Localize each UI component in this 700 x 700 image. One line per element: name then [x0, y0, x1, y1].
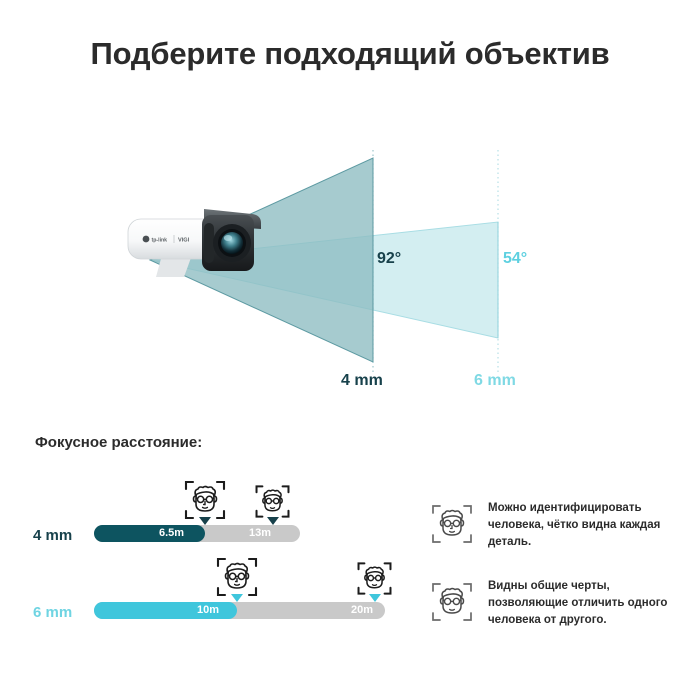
distance-bar-fill-4mm	[94, 525, 205, 542]
bullet-camera-icon: tp-link VIGI	[127, 209, 261, 277]
page-title: Подберите подходящий объектив	[90, 36, 610, 71]
angle-label-4mm: 92°	[377, 250, 402, 267]
angle-label-6mm: 54°	[503, 250, 528, 267]
camera-lens-highlight	[223, 235, 233, 241]
face-icon-identify-6mm	[215, 555, 259, 604]
focal-row-label-6mm: 6 mm	[33, 604, 73, 621]
distance-value-recognize-4mm: 13m	[249, 527, 272, 539]
marker-recognize-6mm	[369, 594, 381, 602]
distance-bar-4mm	[94, 525, 300, 542]
distance-bar-fill-6mm	[94, 602, 237, 619]
marker-identify-6mm	[231, 594, 243, 602]
focal-section-heading: Фокусное расстояние:	[35, 434, 203, 451]
camera-lens-glass	[221, 232, 243, 254]
face-detection-icon	[430, 580, 474, 629]
distance-value-identify-6mm: 10m	[197, 604, 220, 616]
focal-row-4mm: 4 mm	[0, 478, 700, 558]
face-icon-identify-4mm	[183, 478, 227, 527]
distance-bar-6mm	[94, 602, 385, 619]
legend-text-identify: Можно идентифицировать человека, чётко в…	[488, 502, 661, 548]
face-detection-icon	[430, 502, 474, 551]
distance-value-identify-4mm: 6.5m	[159, 527, 185, 539]
field-of-view-diagram: tp-link VIGI 92° 54° 4 mm 6 mm	[0, 140, 700, 410]
legend-item-identify: Можно идентифицировать человека, чётко в…	[430, 500, 690, 551]
focal-row-label-4mm: 4 mm	[33, 527, 73, 544]
camera-subbrand-text: VIGI	[178, 238, 190, 244]
camera-brand-text: tp-link	[152, 238, 168, 244]
tplink-logo-icon	[142, 235, 150, 243]
camera-ir-band	[204, 223, 214, 263]
marker-identify-4mm	[199, 517, 211, 525]
distance-value-recognize-6mm: 20m	[351, 604, 374, 616]
face-icon-recognize-4mm	[254, 483, 291, 525]
lens-label-4mm: 4 mm	[341, 372, 383, 389]
focal-row-6mm: 6 mm	[0, 555, 700, 635]
legend-item-recognize: Видны общие черты, позволяющие отличить …	[430, 578, 690, 629]
lens-label-6mm: 6 mm	[474, 372, 516, 389]
face-icon-recognize-6mm	[356, 560, 393, 602]
camera-mount	[156, 255, 192, 277]
camera-illustration: tp-link VIGI	[122, 193, 270, 289]
legend-text-recognize: Видны общие черты, позволяющие отличить …	[488, 580, 668, 626]
fov-cones-graphic	[148, 150, 499, 372]
marker-recognize-4mm	[267, 517, 279, 525]
